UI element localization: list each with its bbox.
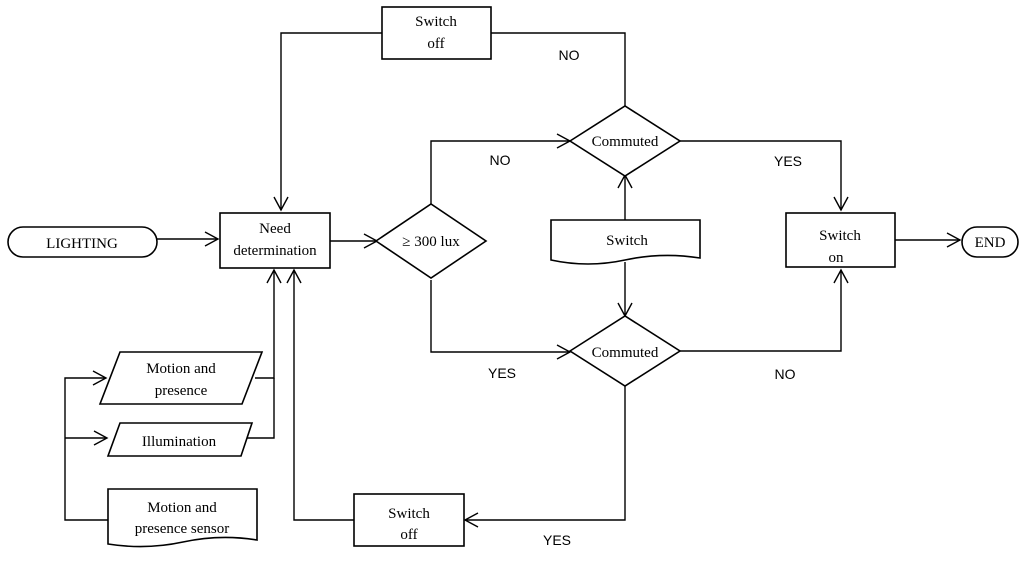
node-commuted-bottom: Commuted	[568, 315, 682, 387]
switch-on-label-line2: on	[829, 250, 845, 266]
arrowhead-need-left	[204, 231, 220, 247]
edge-label-lux-yes: YES	[488, 365, 516, 381]
node-switch-off-top: Switch off	[381, 6, 492, 60]
node-lux-decision: ≥ 300 lux	[374, 203, 488, 279]
motion-presence-label-line2: presence	[155, 383, 208, 399]
node-need-determination: Need determination	[219, 212, 331, 269]
switch-on-label-line1: Switch	[819, 228, 861, 244]
arrowhead-need-top	[273, 196, 289, 212]
motion-presence-parallelogram	[98, 351, 264, 405]
lighting-terminator	[7, 226, 158, 258]
switch-off-top-label-line1: Switch	[415, 14, 457, 30]
commuted-top-label: Commuted	[592, 134, 659, 150]
arrowhead-motion-left	[92, 370, 108, 386]
edge-label-bottom-yes: YES	[543, 532, 571, 548]
edge-commuted-top-to-switch-off-top	[491, 32, 626, 107]
switch-off-top-label-line2: off	[427, 36, 444, 52]
edges	[64, 32, 962, 528]
edge-lux-to-commuted-top	[430, 140, 570, 212]
lux-label: ≥ 300 lux	[402, 234, 460, 250]
motion-presence-label-line1: Motion and	[146, 361, 216, 377]
switch-off-bottom-box	[353, 493, 465, 547]
illumination-label: Illumination	[142, 434, 217, 450]
edge-switch-off-bottom-to-need	[293, 270, 354, 521]
switch-document-label: Switch	[606, 233, 648, 249]
arrowhead-illumination-left	[93, 430, 109, 446]
arrowhead-need-bottom-left	[266, 268, 282, 284]
edge-lux-to-commuted-bottom	[430, 280, 570, 353]
arrowhead-need-bottom-right	[286, 268, 302, 284]
commuted-top-diamond	[568, 105, 682, 177]
sensor-document-shape	[107, 488, 258, 548]
edge-commuted-top-to-switch-on	[680, 140, 842, 210]
end-terminator	[961, 226, 1019, 258]
node-switch-on: Switch on	[785, 212, 896, 268]
edge-labels: NO NO YES YES NO YES	[488, 47, 802, 548]
switch-off-top-box	[381, 6, 492, 60]
switch-off-bottom-label-line1: Switch	[388, 506, 430, 522]
lux-diamond	[374, 203, 488, 279]
arrowhead-switch-off-bottom-right	[463, 512, 479, 528]
edge-commuted-bottom-to-switch-on	[680, 270, 842, 352]
node-motion-presence: Motion and presence	[98, 351, 264, 405]
switch-off-bottom-label-line2: off	[400, 527, 417, 543]
commuted-bottom-diamond	[568, 315, 682, 387]
end-label: END	[975, 235, 1006, 251]
sensor-label-line1: Motion and	[147, 500, 217, 516]
node-switch-off-bottom: Switch off	[353, 493, 465, 547]
illumination-parallelogram	[106, 422, 254, 457]
edge-label-top-no: NO	[559, 47, 580, 63]
node-commuted-top: Commuted	[568, 105, 682, 177]
arrowhead-switch-on-top	[833, 196, 849, 212]
switch-on-box	[785, 212, 896, 268]
edge-label-lux-no: NO	[490, 152, 511, 168]
need-label-line2: determination	[233, 243, 317, 259]
edge-switch-off-top-to-need	[280, 32, 382, 210]
node-switch-document: Switch	[550, 219, 701, 265]
commuted-bottom-label: Commuted	[592, 345, 659, 361]
arrowhead-commuted-bottom-left	[556, 344, 572, 360]
node-motion-presence-sensor: Motion and presence sensor	[107, 488, 258, 548]
node-illumination: Illumination	[106, 422, 254, 457]
edge-sensor-trunk	[64, 377, 108, 521]
arrowhead-end-left	[946, 232, 962, 248]
edge-illumination-to-need	[244, 378, 275, 439]
edge-label-bottom-no: NO	[775, 366, 796, 382]
need-box	[219, 212, 331, 269]
edge-commuted-bottom-to-switch-off-bottom	[465, 386, 626, 521]
edge-label-top-yes: YES	[774, 153, 802, 169]
switch-document-shape	[550, 219, 701, 265]
node-end: END	[961, 226, 1019, 258]
node-lighting: LIGHTING	[7, 226, 158, 258]
arrowhead-switch-on-bottom	[833, 268, 849, 284]
sensor-label-line2: presence sensor	[135, 521, 230, 537]
need-label-line1: Need	[259, 221, 291, 237]
lighting-label: LIGHTING	[46, 236, 118, 252]
